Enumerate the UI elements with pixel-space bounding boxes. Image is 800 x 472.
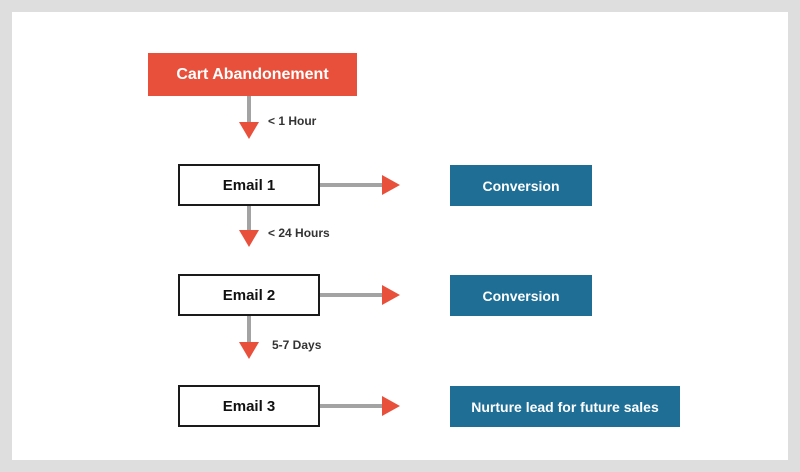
arrow-down-icon-1 [239, 122, 259, 139]
delay-label-2: < 24 Hours [268, 226, 330, 240]
arrow-right-icon-1 [382, 175, 400, 195]
node-outcome-1-label: Conversion [482, 177, 560, 194]
connector-line-3 [247, 316, 251, 342]
node-cart-abandonment: Cart Abandonement [148, 53, 357, 96]
delay-label-3: 5-7 Days [272, 338, 322, 352]
node-email-3: Email 3 [178, 385, 320, 427]
node-outcome-2: Conversion [450, 275, 592, 316]
node-email-2-label: Email 2 [222, 286, 276, 304]
delay-label-1: < 1 Hour [268, 114, 317, 128]
node-outcome-1: Conversion [450, 165, 592, 206]
arrow-right-icon-3 [382, 396, 400, 416]
node-email-2: Email 2 [178, 274, 320, 316]
arrow-right-icon-2 [382, 285, 400, 305]
node-email-1-label: Email 1 [222, 176, 276, 194]
connector-line-2 [247, 206, 251, 230]
arrow-down-icon-3 [239, 342, 259, 359]
arrow-down-icon-2 [239, 230, 259, 247]
node-outcome-2-label: Conversion [482, 287, 560, 304]
row-2-line [320, 293, 382, 297]
node-outcome-3: Nurture lead for future sales [450, 386, 680, 427]
connector-line-1 [247, 96, 251, 122]
node-email-1: Email 1 [178, 164, 320, 206]
node-email-3-label: Email 3 [222, 397, 276, 415]
diagram-card [12, 12, 788, 460]
node-outcome-3-label: Nurture lead for future sales [471, 398, 659, 415]
row-1-line [320, 183, 382, 187]
node-cart-abandonment-label: Cart Abandonement [176, 65, 329, 83]
row-3-line [320, 404, 382, 408]
